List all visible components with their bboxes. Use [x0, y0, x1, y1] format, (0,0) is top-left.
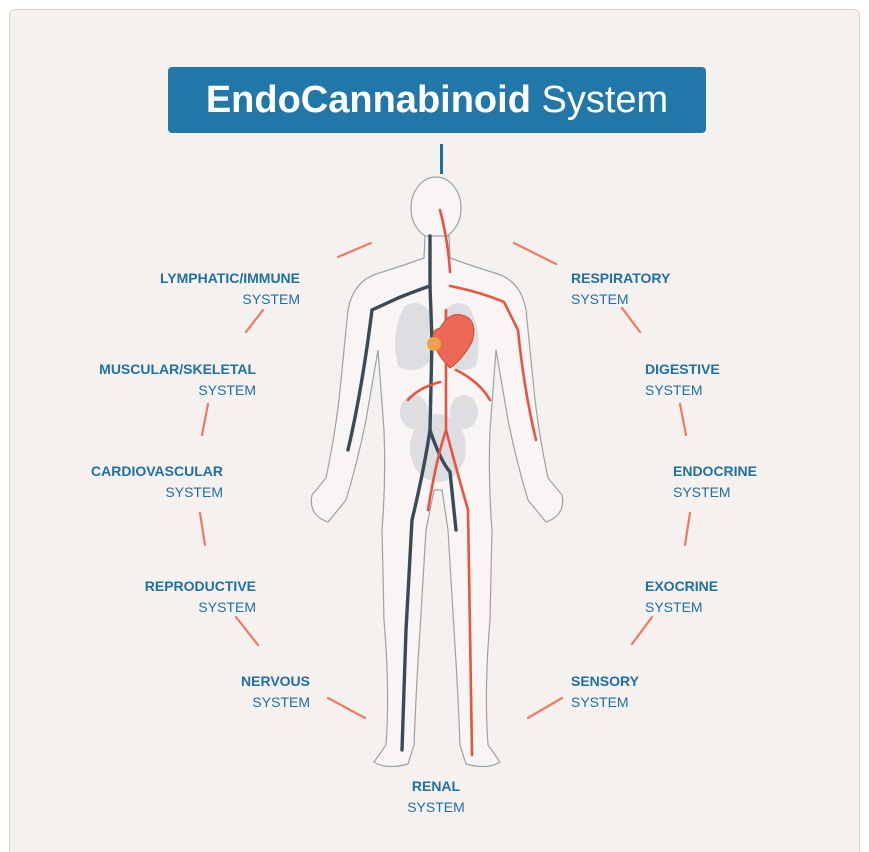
- system-label-endocrine: ENDOCRINE SYSTEM: [673, 461, 853, 503]
- system-label-cardiovascular: CARDIOVASCULAR SYSTEM: [30, 461, 223, 503]
- system-label-sensory: SENSORY SYSTEM: [571, 671, 751, 713]
- system-label-exocrine: EXOCRINE SYSTEM: [645, 576, 825, 618]
- system-label-digestive: DIGESTIVE SYSTEM: [645, 359, 825, 401]
- system-label-respiratory: RESPIRATORY SYSTEM: [571, 268, 751, 310]
- human-body-illustration: [10, 10, 860, 852]
- system-label-nervous: NERVOUS SYSTEM: [130, 671, 310, 713]
- system-label-lymphatic-immune: LYMPHATIC/IMMUNE SYSTEM: [110, 268, 300, 310]
- system-label-muscular-skeletal: MUSCULAR/SKELETAL SYSTEM: [50, 359, 256, 401]
- infographic-card: EndoCannabinoid System: [9, 9, 860, 852]
- system-label-renal: RENAL SYSTEM: [356, 776, 516, 818]
- system-label-reproductive: REPRODUCTIVE SYSTEM: [50, 576, 256, 618]
